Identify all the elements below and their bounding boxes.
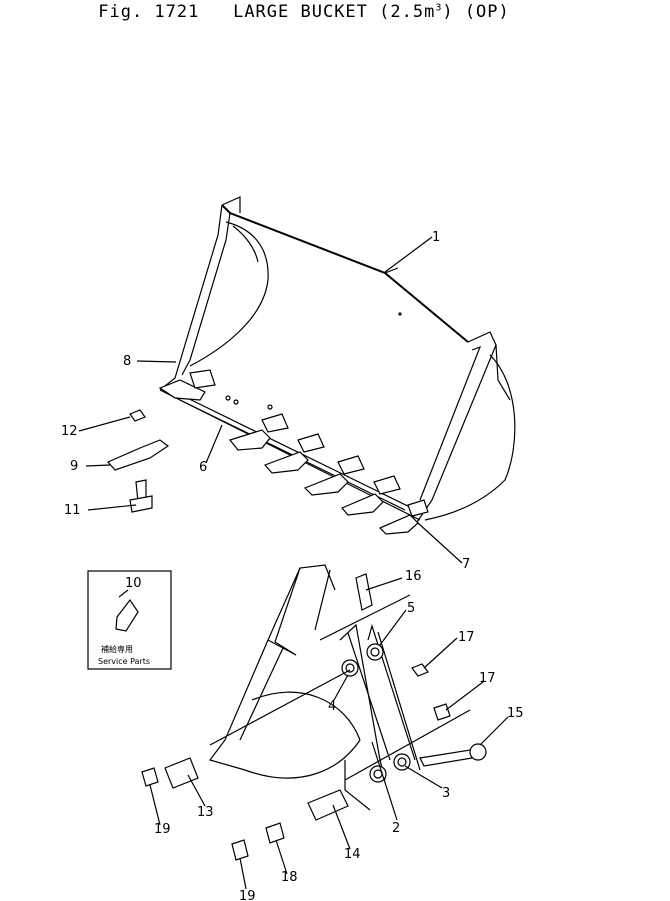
callout-16: 16 — [405, 569, 422, 584]
inset-jp-label: 補給専用 — [101, 644, 133, 654]
nut-part-17b — [433, 703, 451, 721]
callout-labels: 1 2 3 4 5 6 7 8 9 10 11 12 13 14 15 16 1… — [61, 230, 524, 901]
figure-number: Fig. 1721 — [98, 2, 200, 22]
callout-19b: 19 — [239, 889, 256, 901]
callout-15: 15 — [507, 706, 524, 721]
fitting-part-19a — [141, 767, 159, 787]
service-part-10-icon — [115, 598, 139, 632]
callout-7: 7 — [462, 557, 470, 572]
callout-18: 18 — [281, 870, 298, 885]
callout-13: 13 — [197, 805, 214, 820]
callout-2: 2 — [392, 821, 400, 836]
leader-lines — [78, 236, 509, 890]
callout-8: 8 — [123, 354, 131, 369]
bolt-part-16 — [355, 573, 373, 611]
tooth-part-9 — [107, 439, 170, 471]
upper-bucket — [158, 196, 516, 535]
callout-4: 4 — [328, 699, 336, 714]
bolt-part-15 — [419, 749, 473, 767]
nut-part-12 — [129, 409, 146, 422]
figure-unit-exponent: 3 — [435, 2, 443, 14]
inset-service-parts-label: Service Parts — [98, 657, 150, 666]
nut-part-17a — [411, 663, 429, 677]
pin-part-14 — [307, 789, 349, 821]
fitting-part-18 — [265, 822, 285, 844]
callout-14: 14 — [344, 847, 361, 862]
callout-12: 12 — [61, 424, 78, 439]
callout-11: 11 — [64, 503, 81, 518]
figure-suffix: ) (OP) — [442, 2, 510, 22]
pin-part-13 — [164, 757, 199, 789]
service-parts-inset — [87, 570, 172, 670]
callout-10: 10 — [125, 576, 142, 591]
upper-exploded-parts — [107, 409, 170, 513]
lower-exploded-parts — [141, 573, 487, 861]
figure-title: Fig. 1721 LARGE BUCKET (2.5m3) (OP) — [0, 2, 608, 22]
callout-5: 5 — [407, 601, 415, 616]
figure-name: LARGE BUCKET (2.5m — [233, 2, 436, 22]
callout-9: 9 — [70, 459, 78, 474]
callout-19a: 19 — [154, 822, 171, 837]
callout-17a: 17 — [458, 630, 475, 645]
callout-3: 3 — [442, 786, 450, 801]
callout-17b: 17 — [479, 671, 496, 686]
callout-6: 6 — [199, 460, 207, 475]
lower-bucket — [208, 564, 471, 811]
fitting-part-19b — [231, 839, 249, 861]
callout-1: 1 — [432, 230, 440, 245]
bucket-teeth — [158, 369, 429, 535]
